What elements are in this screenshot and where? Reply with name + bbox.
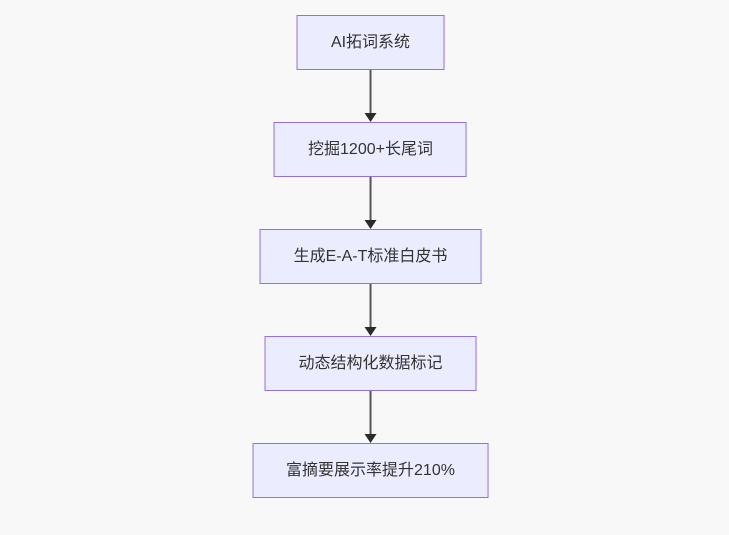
flowchart-node-label: 生成E-A-T标准白皮书 [293,248,448,265]
arrow-line [369,391,372,434]
arrow-down [364,284,377,336]
arrow-line [369,284,372,327]
flowchart-node: 生成E-A-T标准白皮书 [259,229,482,284]
flowchart-node-label: 富摘要展示率提升210% [286,462,455,479]
arrowhead-icon [364,327,377,336]
flowchart-column: AI拓词系统 挖掘1200+长尾词 生成E-A-T标准白皮书 动态结构化数据标记 [252,15,489,498]
flowchart-node-label: 挖掘1200+长尾词 [308,141,433,158]
flowchart-node-label: AI拓词系统 [330,34,411,51]
arrowhead-icon [364,113,377,122]
arrow-down [364,391,377,443]
arrow-down [364,70,377,122]
flowchart-node-label: 动态结构化数据标记 [298,355,443,372]
flowchart-node: 动态结构化数据标记 [264,336,477,391]
flowchart-node: 挖掘1200+长尾词 [274,122,467,177]
flowchart-node: 富摘要展示率提升210% [252,443,489,498]
flowchart-node: AI拓词系统 [296,15,445,70]
arrowhead-icon [364,434,377,443]
arrowhead-icon [364,220,377,229]
arrow-line [369,70,372,113]
arrow-line [369,177,372,220]
arrow-down [364,177,377,229]
